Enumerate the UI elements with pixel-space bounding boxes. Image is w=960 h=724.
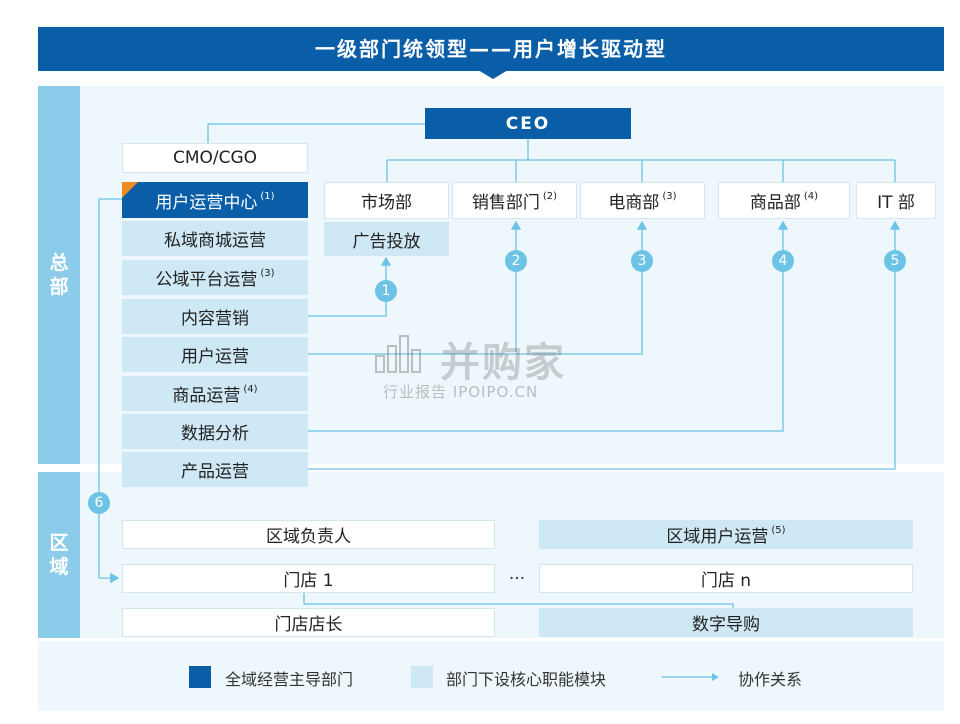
module-user-ops: 用户运营 <box>122 337 308 372</box>
corner-flag-icon <box>122 182 138 198</box>
dept-label: 销售部门 <box>471 193 540 213</box>
side-label-region-text: 区 域 <box>49 532 69 578</box>
region-head-label: 区域负责人 <box>266 527 351 547</box>
step-6-badge: 6 <box>88 492 110 514</box>
module-merchandise-ops: 商品运营(4) <box>122 376 308 411</box>
side-label-hq-text: 总 部 <box>49 252 69 298</box>
cmo-box: CMO/CGO <box>122 143 308 173</box>
dept-it: IT 部 <box>856 182 936 219</box>
module-data-analysis: 数据分析 <box>122 414 308 449</box>
step-5-badge: 5 <box>884 250 906 272</box>
module-label: 商品运营 <box>172 386 241 406</box>
ceo-label: CEO <box>505 113 551 134</box>
module-label: 产品运营 <box>181 462 249 482</box>
title-banner <box>38 27 944 71</box>
legend-arrow-icon <box>662 673 719 681</box>
user-ops-center-box: 用户运营中心(1) <box>122 182 308 218</box>
store-n-label: 门店 n <box>700 571 752 591</box>
page-title: 一级部门统领型——用户增长驱动型 <box>315 37 667 61</box>
store-manager-box: 门店店长 <box>122 608 495 637</box>
module-private-mall: 私域商城运营 <box>122 221 308 256</box>
user-ops-center-label: 用户运营中心 <box>155 192 258 213</box>
dept-label: IT 部 <box>877 193 915 213</box>
ellipsis-text: ··· <box>508 568 526 589</box>
dept-note: (3) <box>662 191 677 202</box>
digital-guide-box: 数字导购 <box>539 608 913 637</box>
side-label-region: 区 域 <box>38 472 80 638</box>
step-2-badge: 2 <box>505 250 527 272</box>
store-ellipsis: ··· <box>500 564 534 593</box>
step-3-badge: 3 <box>631 250 653 272</box>
store-n-box: 门店 n <box>539 564 913 593</box>
dept-label: 市场部 <box>361 193 412 213</box>
module-label: 私域商城运营 <box>164 231 266 251</box>
dept-merchandise: 商品部(4) <box>718 182 850 219</box>
digital-guide-label: 数字导购 <box>692 615 760 635</box>
module-label: 内容营销 <box>181 309 249 329</box>
module-label: 公域平台运营 <box>155 270 258 290</box>
region-user-ops-box: 区域用户运营(5) <box>539 520 913 549</box>
watermark-sub: 行业报告 IPOIPO.CN <box>383 383 539 401</box>
dept-label: 电商部 <box>608 193 660 213</box>
dept-marketing: 市场部 <box>324 182 449 219</box>
dept-note: (4) <box>803 191 819 202</box>
legend-dark-swatch <box>189 666 211 688</box>
module-note: (4) <box>243 384 258 395</box>
module-product-ops: 产品运营 <box>122 452 308 487</box>
legend-light-swatch <box>411 666 433 688</box>
step-4-badge: 4 <box>772 250 794 272</box>
module-note: (3) <box>260 268 275 279</box>
module-public-platform: 公域平台运营(3) <box>122 260 308 295</box>
cmo-label: CMO/CGO <box>172 148 258 168</box>
legend-light-label: 部门下设核心职能模块 <box>446 670 607 689</box>
dept-ecommerce: 电商部(3) <box>580 182 705 219</box>
module-content-marketing: 内容营销 <box>122 299 308 334</box>
watermark-logo-icon <box>375 335 421 373</box>
region-user-ops-note: (5) <box>771 525 786 536</box>
module-label: 广告投放 <box>352 231 421 252</box>
store-1-label: 门店 1 <box>283 571 334 591</box>
user-ops-center-note: (1) <box>260 190 275 202</box>
module-ad-placement: 广告投放 <box>324 222 449 256</box>
step-1-badge: 1 <box>375 280 397 302</box>
legend-arrow-label: 协作关系 <box>738 670 803 689</box>
legend-dark-label: 全域经营主导部门 <box>225 670 354 689</box>
region-head-box: 区域负责人 <box>122 520 495 549</box>
module-label: 数据分析 <box>181 424 249 444</box>
ceo-box: CEO <box>425 108 631 139</box>
region-user-ops-label: 区域用户运营 <box>666 527 769 547</box>
title-banner-pointer <box>478 70 508 79</box>
dept-label: 商品部 <box>749 193 801 213</box>
side-label-hq: 总 部 <box>38 86 80 464</box>
dept-note: (2) <box>542 191 558 202</box>
store-1-box: 门店 1 <box>122 564 495 593</box>
module-label: 用户运营 <box>181 347 249 367</box>
dept-sales: 销售部门(2) <box>452 182 577 219</box>
store-manager-label: 门店店长 <box>274 615 343 635</box>
watermark-main: 并购家 <box>440 340 566 386</box>
